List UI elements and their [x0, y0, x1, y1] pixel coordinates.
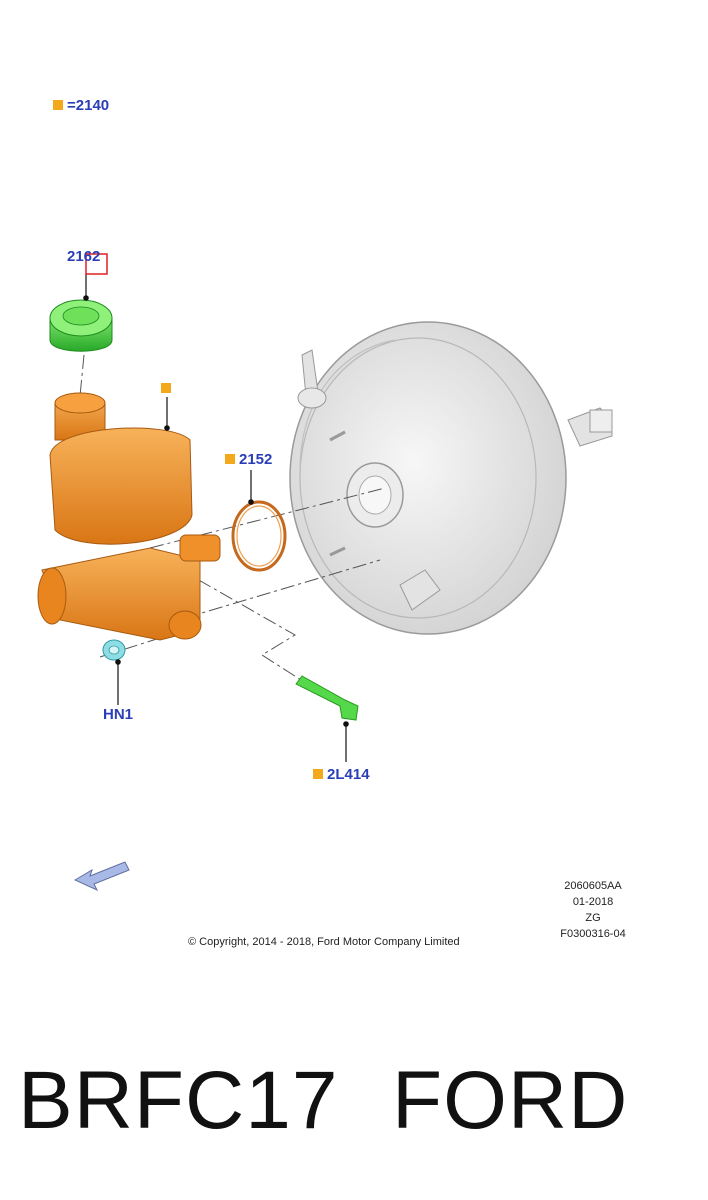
copyright-notice: © Copyright, 2014 - 2018, Ford Motor Com… — [188, 936, 460, 948]
booster-seal — [231, 500, 287, 572]
callout-nut: HN1 — [103, 706, 134, 723]
front-direction-arrow-icon — [73, 861, 130, 892]
level-sensor — [295, 675, 359, 721]
brake-booster — [289, 321, 613, 635]
callout-seal: 2152 — [225, 452, 272, 467]
part-code: BRFC17 — [18, 1055, 339, 1146]
legend-code: =2140 — [67, 97, 110, 114]
legend-square — [225, 454, 235, 464]
drawing-code: ZG — [585, 912, 601, 924]
leader-lines — [83, 274, 349, 762]
assembly-centerlines — [79, 354, 386, 706]
legend-square — [161, 383, 171, 393]
mounting-nut — [102, 639, 126, 661]
drawing-date: 01-2018 — [572, 896, 614, 908]
callout-sensor: 2L414 — [313, 767, 370, 782]
drawing-reference: F0300316-04 — [560, 928, 626, 940]
legend-square — [313, 769, 323, 779]
callout-cap: 2162 — [67, 248, 101, 265]
master-cylinder-reservoir — [37, 392, 221, 641]
drawing-number: 2060605AA — [564, 880, 622, 892]
callout-reservoir — [161, 381, 175, 396]
brand-name: FORD — [392, 1055, 629, 1146]
reservoir-cap — [49, 299, 113, 352]
legend-entry: =2140 — [53, 98, 109, 113]
callout-highlight-box — [85, 253, 108, 275]
drawing-metadata: 2060605AA 01-2018 ZG F0300316-04 — [548, 878, 638, 942]
legend-square — [53, 100, 63, 110]
